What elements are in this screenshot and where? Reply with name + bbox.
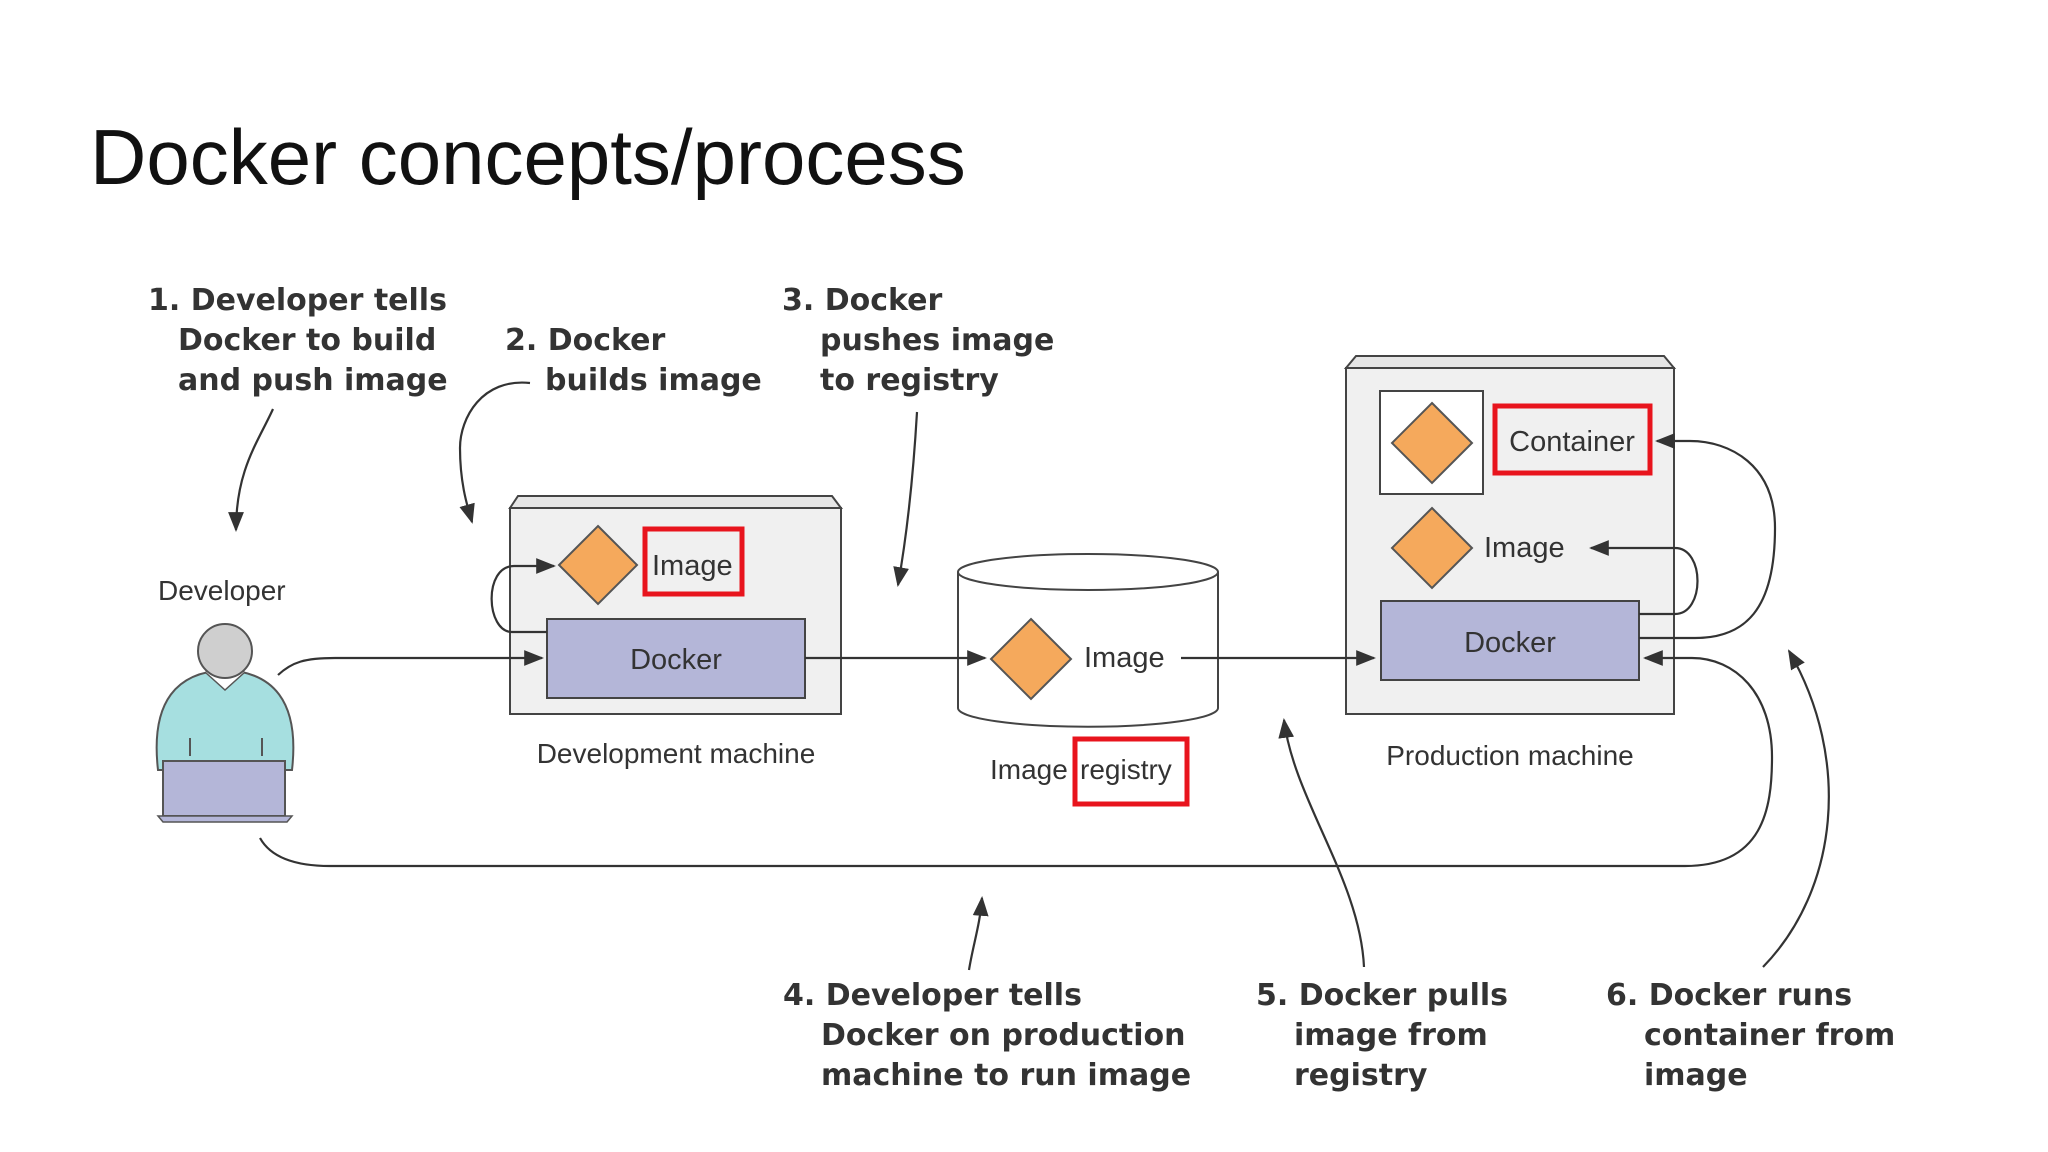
- registry-caption-highlight: registry: [1080, 754, 1172, 785]
- step-6-line-2: container from: [1644, 1018, 1895, 1053]
- step-3-line-2: pushes image: [820, 323, 1054, 358]
- slide-title: Docker concepts/process: [90, 113, 966, 201]
- container-highlight: [1492, 403, 1653, 476]
- dev-docker-label: Docker: [630, 644, 722, 676]
- step-1-callout: 1. Developer tells Docker to build and p…: [148, 283, 448, 398]
- prod-docker-label: Docker: [1464, 627, 1556, 659]
- prod-docker-box: [1380, 600, 1640, 681]
- step-5-line-3: registry: [1294, 1058, 1428, 1093]
- prod-image-label: Image: [1484, 532, 1565, 564]
- step-4-line-2: Docker on production: [821, 1018, 1186, 1053]
- step-6-callout: 6. Docker runs container from image: [1606, 978, 1895, 1093]
- step-5-line-1: 5. Docker pulls: [1256, 978, 1508, 1013]
- step-2-callout: 2. Docker builds image: [505, 323, 762, 398]
- registry-image-label: Image: [1084, 642, 1165, 674]
- prod-machine-caption: Production machine: [1386, 740, 1633, 771]
- step-2-line-2: builds image: [545, 363, 762, 398]
- step-4-line-3: machine to run image: [821, 1058, 1191, 1093]
- step-1-line-2: Docker to build: [178, 323, 436, 358]
- step-5-callout: 5. Docker pulls image from registry: [1256, 978, 1508, 1093]
- step-2-line-1: 2. Docker: [505, 323, 666, 358]
- developer-head: [197, 623, 253, 679]
- flow-arrows: [259, 433, 1777, 868]
- dev-image-label: Image: [652, 550, 733, 582]
- step-4-line-1: 4. Developer tells: [783, 978, 1082, 1013]
- dev-image-diamond: [557, 524, 639, 606]
- step-5-line-2: image from: [1294, 1018, 1488, 1053]
- step-3-line-3: to registry: [820, 363, 999, 398]
- prod-image-diamond: [1390, 506, 1474, 590]
- step-1-line-1: 1. Developer tells: [148, 283, 447, 318]
- step-6-line-3: image: [1644, 1058, 1748, 1093]
- dev-machine-caption: Development machine: [537, 738, 816, 769]
- image-registry: Image: [957, 553, 1219, 728]
- container-label: Container: [1509, 426, 1635, 458]
- registry-highlight: [1072, 736, 1190, 807]
- registry-image-diamond: [989, 617, 1073, 701]
- dev-image-highlight: [642, 526, 745, 597]
- step-1-line-3: and push image: [178, 363, 448, 398]
- step-3-callout: 3. Docker pushes image to registry: [782, 283, 1054, 398]
- developer-figure: [155, 623, 295, 823]
- developer-label: Developer: [158, 575, 286, 606]
- step-3-line-1: 3. Docker: [782, 283, 943, 318]
- development-machine: Image Docker: [508, 495, 843, 715]
- callout-pointers: [228, 381, 1830, 971]
- production-machine: Container Image Docker: [1343, 355, 1677, 715]
- registry-caption-prefix: Image: [990, 754, 1068, 785]
- laptop: [162, 760, 286, 817]
- container-image-diamond: [1390, 401, 1474, 485]
- step-4-callout: 4. Developer tells Docker on production …: [783, 978, 1191, 1093]
- step-6-line-1: 6. Docker runs: [1606, 978, 1852, 1013]
